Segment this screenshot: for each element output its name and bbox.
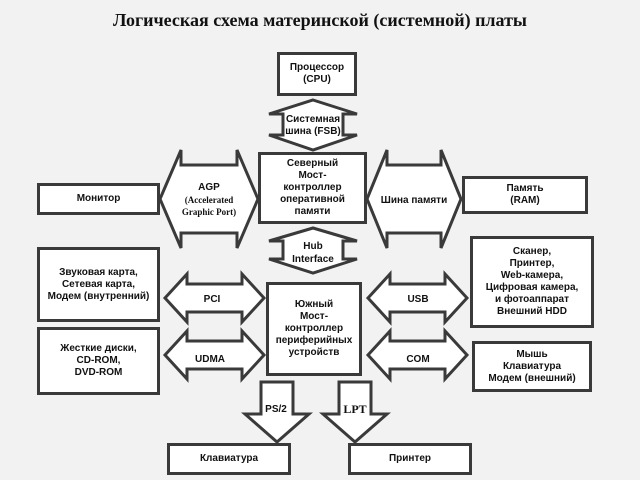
lpt-label: LPT: [343, 402, 366, 416]
com-arrow: [365, 327, 470, 383]
udma-arrow: [162, 327, 267, 383]
hub-label-line2: Interface: [292, 254, 334, 265]
usb-arrow: [365, 270, 470, 326]
printer-box: Принтер: [348, 443, 472, 475]
memory-box: Память (RAM): [462, 176, 588, 214]
fsb-label-line2: шина (FSB): [285, 126, 341, 137]
drives-box: Жесткие диски, CD-ROM, DVD-ROM: [37, 327, 160, 395]
ps2-label: PS/2: [265, 404, 287, 415]
agp-label-line1: AGP: [198, 182, 220, 193]
external-devices-box: Сканер, Принтер, Web-камера, Цифровая ка…: [470, 236, 594, 328]
usb-label: USB: [407, 294, 428, 305]
pci-arrow: [162, 270, 267, 326]
keyboard-box: Клавиатура: [167, 443, 291, 475]
north-bridge-box: Северный Мост- контроллер оперативной па…: [258, 152, 367, 224]
agp-label-line2: (Accelerated: [185, 195, 233, 205]
ps2-arrow: [241, 380, 313, 444]
com-label: COM: [406, 354, 429, 365]
expansion-cards-box: Звуковая карта, Сетевая карта, Модем (вн…: [37, 247, 160, 322]
lpt-arrow: [319, 380, 391, 444]
memory-bus-label: Шина памяти: [381, 195, 447, 206]
pci-label: PCI: [204, 294, 221, 305]
peripherals-box: Мышь Клавиатура Модем (внешний): [472, 341, 592, 392]
hub-label-line1: Hub: [303, 241, 322, 252]
south-bridge-box: Южный Мост- контроллер периферийных устр…: [266, 282, 362, 376]
fsb-label-line1: Системная: [286, 114, 340, 125]
fsb-arrow: [268, 98, 358, 152]
cpu-box: Процессор (CPU): [277, 52, 357, 96]
memory-bus-arrow: [365, 149, 463, 249]
udma-label: UDMA: [195, 354, 225, 365]
hub-interface-arrow: [268, 226, 358, 275]
monitor-box: Монитор: [37, 183, 160, 215]
agp-label-line3: Graphic Port): [182, 207, 236, 217]
diagram-title: Логическая схема материнской (системной)…: [113, 10, 527, 30]
